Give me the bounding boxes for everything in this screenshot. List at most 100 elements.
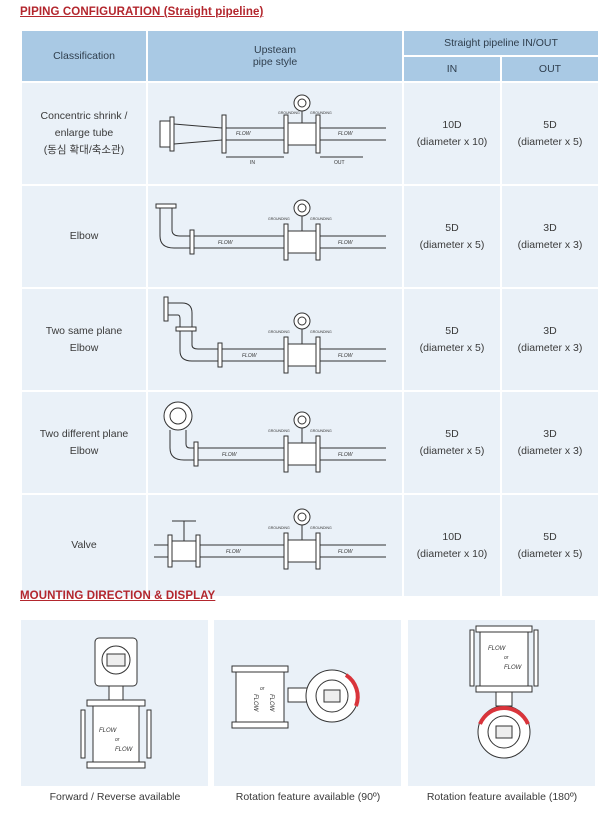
flow-label: FLOW	[504, 665, 523, 671]
in-detail: (diameter x 5)	[419, 444, 485, 457]
out-value: 5D	[543, 118, 557, 131]
piping-config-title: PIPING CONFIGURATION (Straight pipeline)	[20, 6, 264, 18]
classification-text: Elbow	[69, 444, 99, 457]
flow-label: FLOW	[242, 353, 258, 359]
in-dim-label: IN	[250, 160, 255, 166]
out-value: 3D	[543, 427, 557, 440]
straight-pipeline-header: Straight pipeline IN/OUT	[404, 31, 598, 55]
flow-label: FLOW	[268, 694, 274, 713]
valve-diagram-cell: FLOW FLOW GROUNDING GROUNDING	[148, 495, 402, 596]
classification-text: Concentric shrink /	[40, 110, 128, 122]
flow-label: FLOW	[115, 747, 134, 753]
out-detail: (diameter x 5)	[517, 547, 583, 560]
in-value: 5D	[445, 221, 459, 234]
flow-label: FLOW	[226, 549, 242, 555]
piping-config-table: Classification Upsteam pipe style Straig…	[20, 29, 600, 598]
two-same-plane-diagram-cell: FLOW FLOW GROUNDING GROUNDING	[148, 289, 402, 390]
out-value: 3D	[543, 221, 557, 234]
classification-text: Two different plane	[39, 427, 129, 440]
in-detail: (diameter x 10)	[416, 135, 488, 148]
classification-cell: Concentric shrink / enlarge tube (동심 확대/…	[22, 83, 146, 184]
in-detail: (diameter x 5)	[419, 341, 485, 354]
rotation-90-meter-illustration: FLOW or FLOW	[231, 665, 360, 729]
classification-cell: Elbow	[22, 186, 146, 287]
classification-cell: Two different plane Elbow	[22, 392, 146, 493]
grounding-label: GROUNDING	[268, 330, 290, 334]
in-cell: 10D (diameter x 10)	[404, 495, 500, 596]
concentric-diagram-cell: FLOW FLOW GROUNDING GROUNDING IN OUT	[148, 83, 402, 184]
mounting-title: MOUNTING DIRECTION & DISPLAY	[20, 590, 216, 602]
grounding-label: GROUNDING	[310, 330, 332, 334]
in-value: 10D	[442, 118, 462, 131]
mount-rotation-180-panel: FLOW or FLOW	[408, 620, 595, 786]
grounding-label: GROUNDING	[310, 429, 332, 433]
rotation-180-meter-illustration: FLOW or FLOW	[469, 625, 539, 759]
in-cell: 5D (diameter x 5)	[404, 392, 500, 493]
or-label: or	[504, 655, 509, 661]
classification-header: Classification	[22, 31, 146, 81]
in-cell: 5D (diameter x 5)	[404, 289, 500, 390]
grounding-label: GROUNDING	[278, 111, 300, 115]
out-value: 5D	[543, 530, 557, 543]
upstream-header-line2: pipe style	[252, 56, 298, 68]
concentric-pipe-diagram: FLOW FLOW GROUNDING GROUNDING IN OUT	[159, 94, 386, 166]
flow-label: FLOW	[222, 452, 238, 458]
out-value: 3D	[543, 324, 557, 337]
out-cell: 3D (diameter x 3)	[502, 289, 598, 390]
in-cell: 10D (diameter x 10)	[404, 83, 500, 184]
out-cell: 3D (diameter x 3)	[502, 186, 598, 287]
out-cell: 5D (diameter x 5)	[502, 495, 598, 596]
out-cell: 3D (diameter x 3)	[502, 392, 598, 493]
table-row: Two same plane Elbow	[22, 289, 598, 390]
upstream-header-line1: Upsteam	[253, 44, 296, 56]
classification-text: enlarge tube	[54, 127, 114, 139]
flow-label: FLOW	[252, 694, 258, 713]
in-value: 10D	[442, 530, 462, 543]
grounding-label: GROUNDING	[310, 217, 332, 221]
upstream-header: Upsteam pipe style	[148, 31, 402, 81]
valve-pipe-diagram: FLOW FLOW GROUNDING GROUNDING	[154, 508, 386, 570]
flow-label: FLOW	[338, 131, 354, 137]
classification-cell: Two same plane Elbow	[22, 289, 146, 390]
grounding-label: GROUNDING	[268, 429, 290, 433]
grounding-label: GROUNDING	[310, 526, 332, 530]
classification-text: Two same plane	[45, 324, 123, 337]
table-row: Concentric shrink / enlarge tube (동심 확대/…	[22, 83, 598, 184]
classification-text: Valve	[71, 539, 97, 551]
out-header: OUT	[502, 57, 598, 81]
flow-label: FLOW	[338, 353, 354, 359]
or-label: or	[260, 686, 265, 692]
two-same-plane-pipe-diagram: FLOW FLOW GROUNDING GROUNDING	[163, 296, 386, 374]
mount-forward-reverse-panel: FLOW or FLOW	[21, 620, 208, 786]
flow-label: FLOW	[218, 240, 234, 246]
classification-cell: Valve	[22, 495, 146, 596]
in-header: IN	[404, 57, 500, 81]
in-value: 5D	[445, 427, 459, 440]
flow-label: FLOW	[99, 728, 118, 734]
caption-forward-reverse: Forward / Reverse available	[49, 791, 181, 803]
elbow-diagram-cell: FLOW FLOW GROUNDING GROUNDING	[148, 186, 402, 287]
out-cell: 5D (diameter x 5)	[502, 83, 598, 184]
table-row: Two different plane Elbow	[22, 392, 598, 493]
in-detail: (diameter x 10)	[416, 547, 488, 560]
out-dim-label: OUT	[334, 160, 345, 166]
flow-label: FLOW	[488, 646, 507, 652]
grounding-label: GROUNDING	[268, 217, 290, 221]
mount-rotation-90-panel: FLOW or FLOW	[214, 620, 401, 786]
elbow-pipe-diagram: FLOW FLOW GROUNDING GROUNDING	[155, 199, 386, 261]
classification-text: (동심 확대/축소관)	[43, 144, 125, 156]
forward-reverse-meter-illustration: FLOW or FLOW	[80, 637, 152, 769]
caption-rotation-180: Rotation feature available (180º)	[426, 791, 578, 803]
or-label: or	[115, 737, 120, 743]
table-row: Valve FLOW	[22, 495, 598, 596]
table-row: Elbow FLOW FLOW GROU	[22, 186, 598, 287]
in-cell: 5D (diameter x 5)	[404, 186, 500, 287]
grounding-label: GROUNDING	[268, 526, 290, 530]
out-detail: (diameter x 5)	[517, 135, 583, 148]
two-different-plane-pipe-diagram: FLOW FLOW GROUNDING GROUNDING	[163, 401, 386, 473]
caption-rotation-90: Rotation feature available (90º)	[235, 791, 381, 803]
in-value: 5D	[445, 324, 459, 337]
out-detail: (diameter x 3)	[517, 238, 583, 251]
classification-text: Elbow	[69, 341, 99, 354]
flow-label: FLOW	[236, 131, 252, 137]
